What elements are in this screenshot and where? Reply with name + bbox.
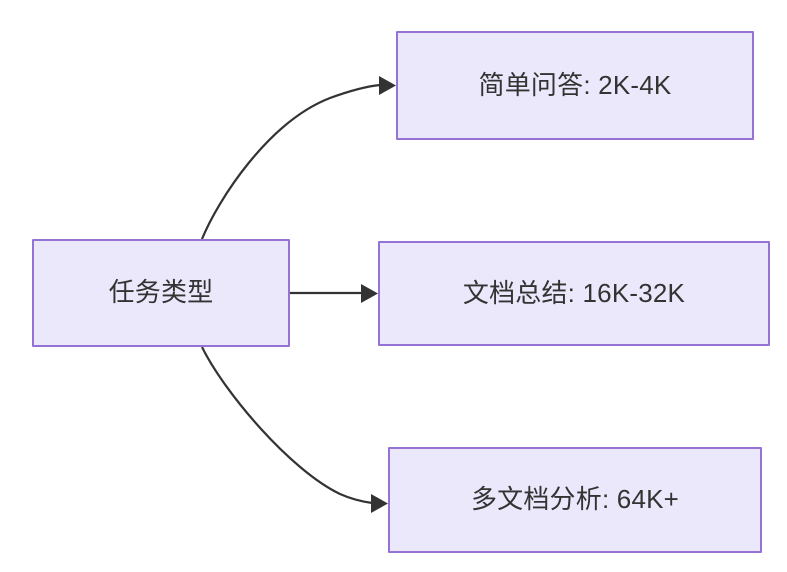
node-source-task-type[interactable]: 任务类型 [32,239,290,347]
node-simple-qa-label: 简单问答: 2K-4K [478,69,672,100]
edge-source-to-simple-qa-path [200,83,381,240]
edge-source-to-simple-qa-arrowhead [379,76,396,95]
edge-source-to-doc-summary-arrowhead [361,284,378,303]
edge-source-to-doc-summary [290,284,378,303]
node-doc-summary[interactable]: 文档总结: 16K-32K [378,241,770,346]
node-multi-doc-label: 多文档分析: 64K+ [470,484,680,515]
edge-source-to-simple-qa [200,76,396,240]
edge-source-to-multi-doc-arrowhead [371,494,388,513]
edge-source-to-multi-doc-path [201,346,374,505]
node-doc-summary-label: 文档总结: 16K-32K [462,277,686,308]
edge-source-to-multi-doc [201,346,388,513]
node-simple-qa[interactable]: 简单问答: 2K-4K [396,31,754,140]
node-source-task-type-label: 任务类型 [108,277,214,308]
node-multi-doc[interactable]: 多文档分析: 64K+ [388,447,762,553]
